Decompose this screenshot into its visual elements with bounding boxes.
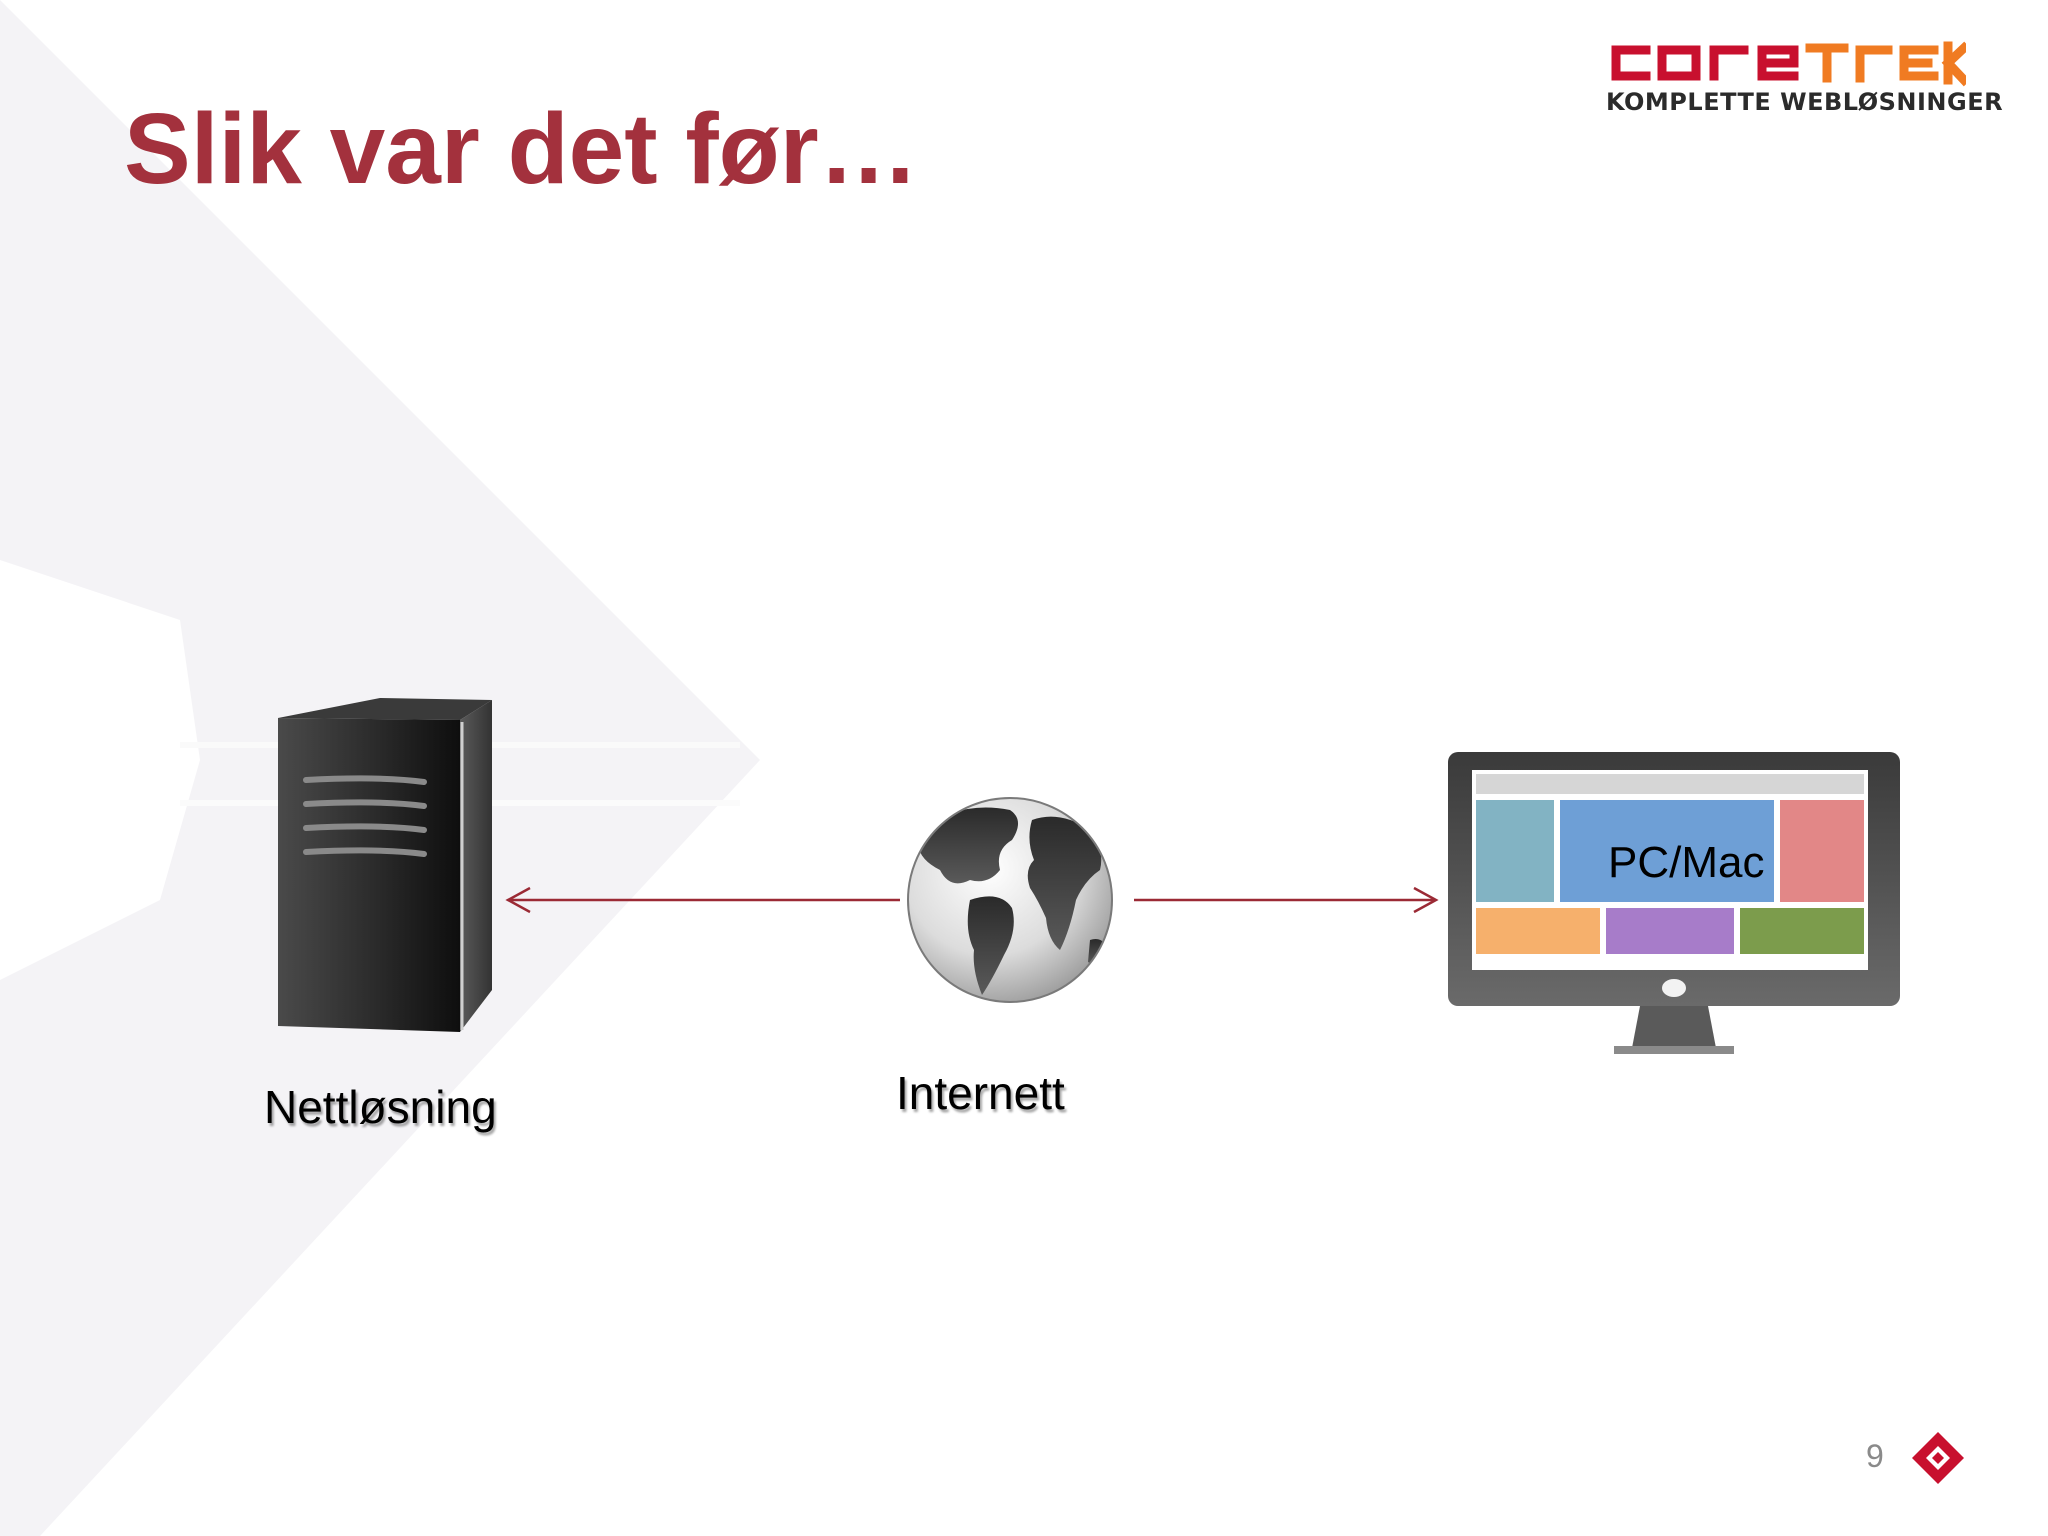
globe-icon	[907, 797, 1113, 1003]
arrow-to-client	[1134, 886, 1439, 914]
server-tower-icon	[278, 698, 492, 1032]
page-number: 9	[1866, 1438, 1884, 1474]
client-label: PC/Mac	[1608, 838, 1765, 887]
arrow-to-server	[505, 886, 900, 914]
page-title: Slik var det før…	[124, 93, 919, 205]
server-label: Nettløsning	[264, 1081, 497, 1133]
coretrek-logo	[1611, 41, 1966, 87]
internet-label: Internett	[896, 1067, 1065, 1119]
diamond-logo-icon	[1912, 1432, 1964, 1484]
monitor-icon	[1448, 752, 1900, 1054]
logo-tagline: KOMPLETTE WEBLØSNINGER	[1606, 88, 2004, 116]
